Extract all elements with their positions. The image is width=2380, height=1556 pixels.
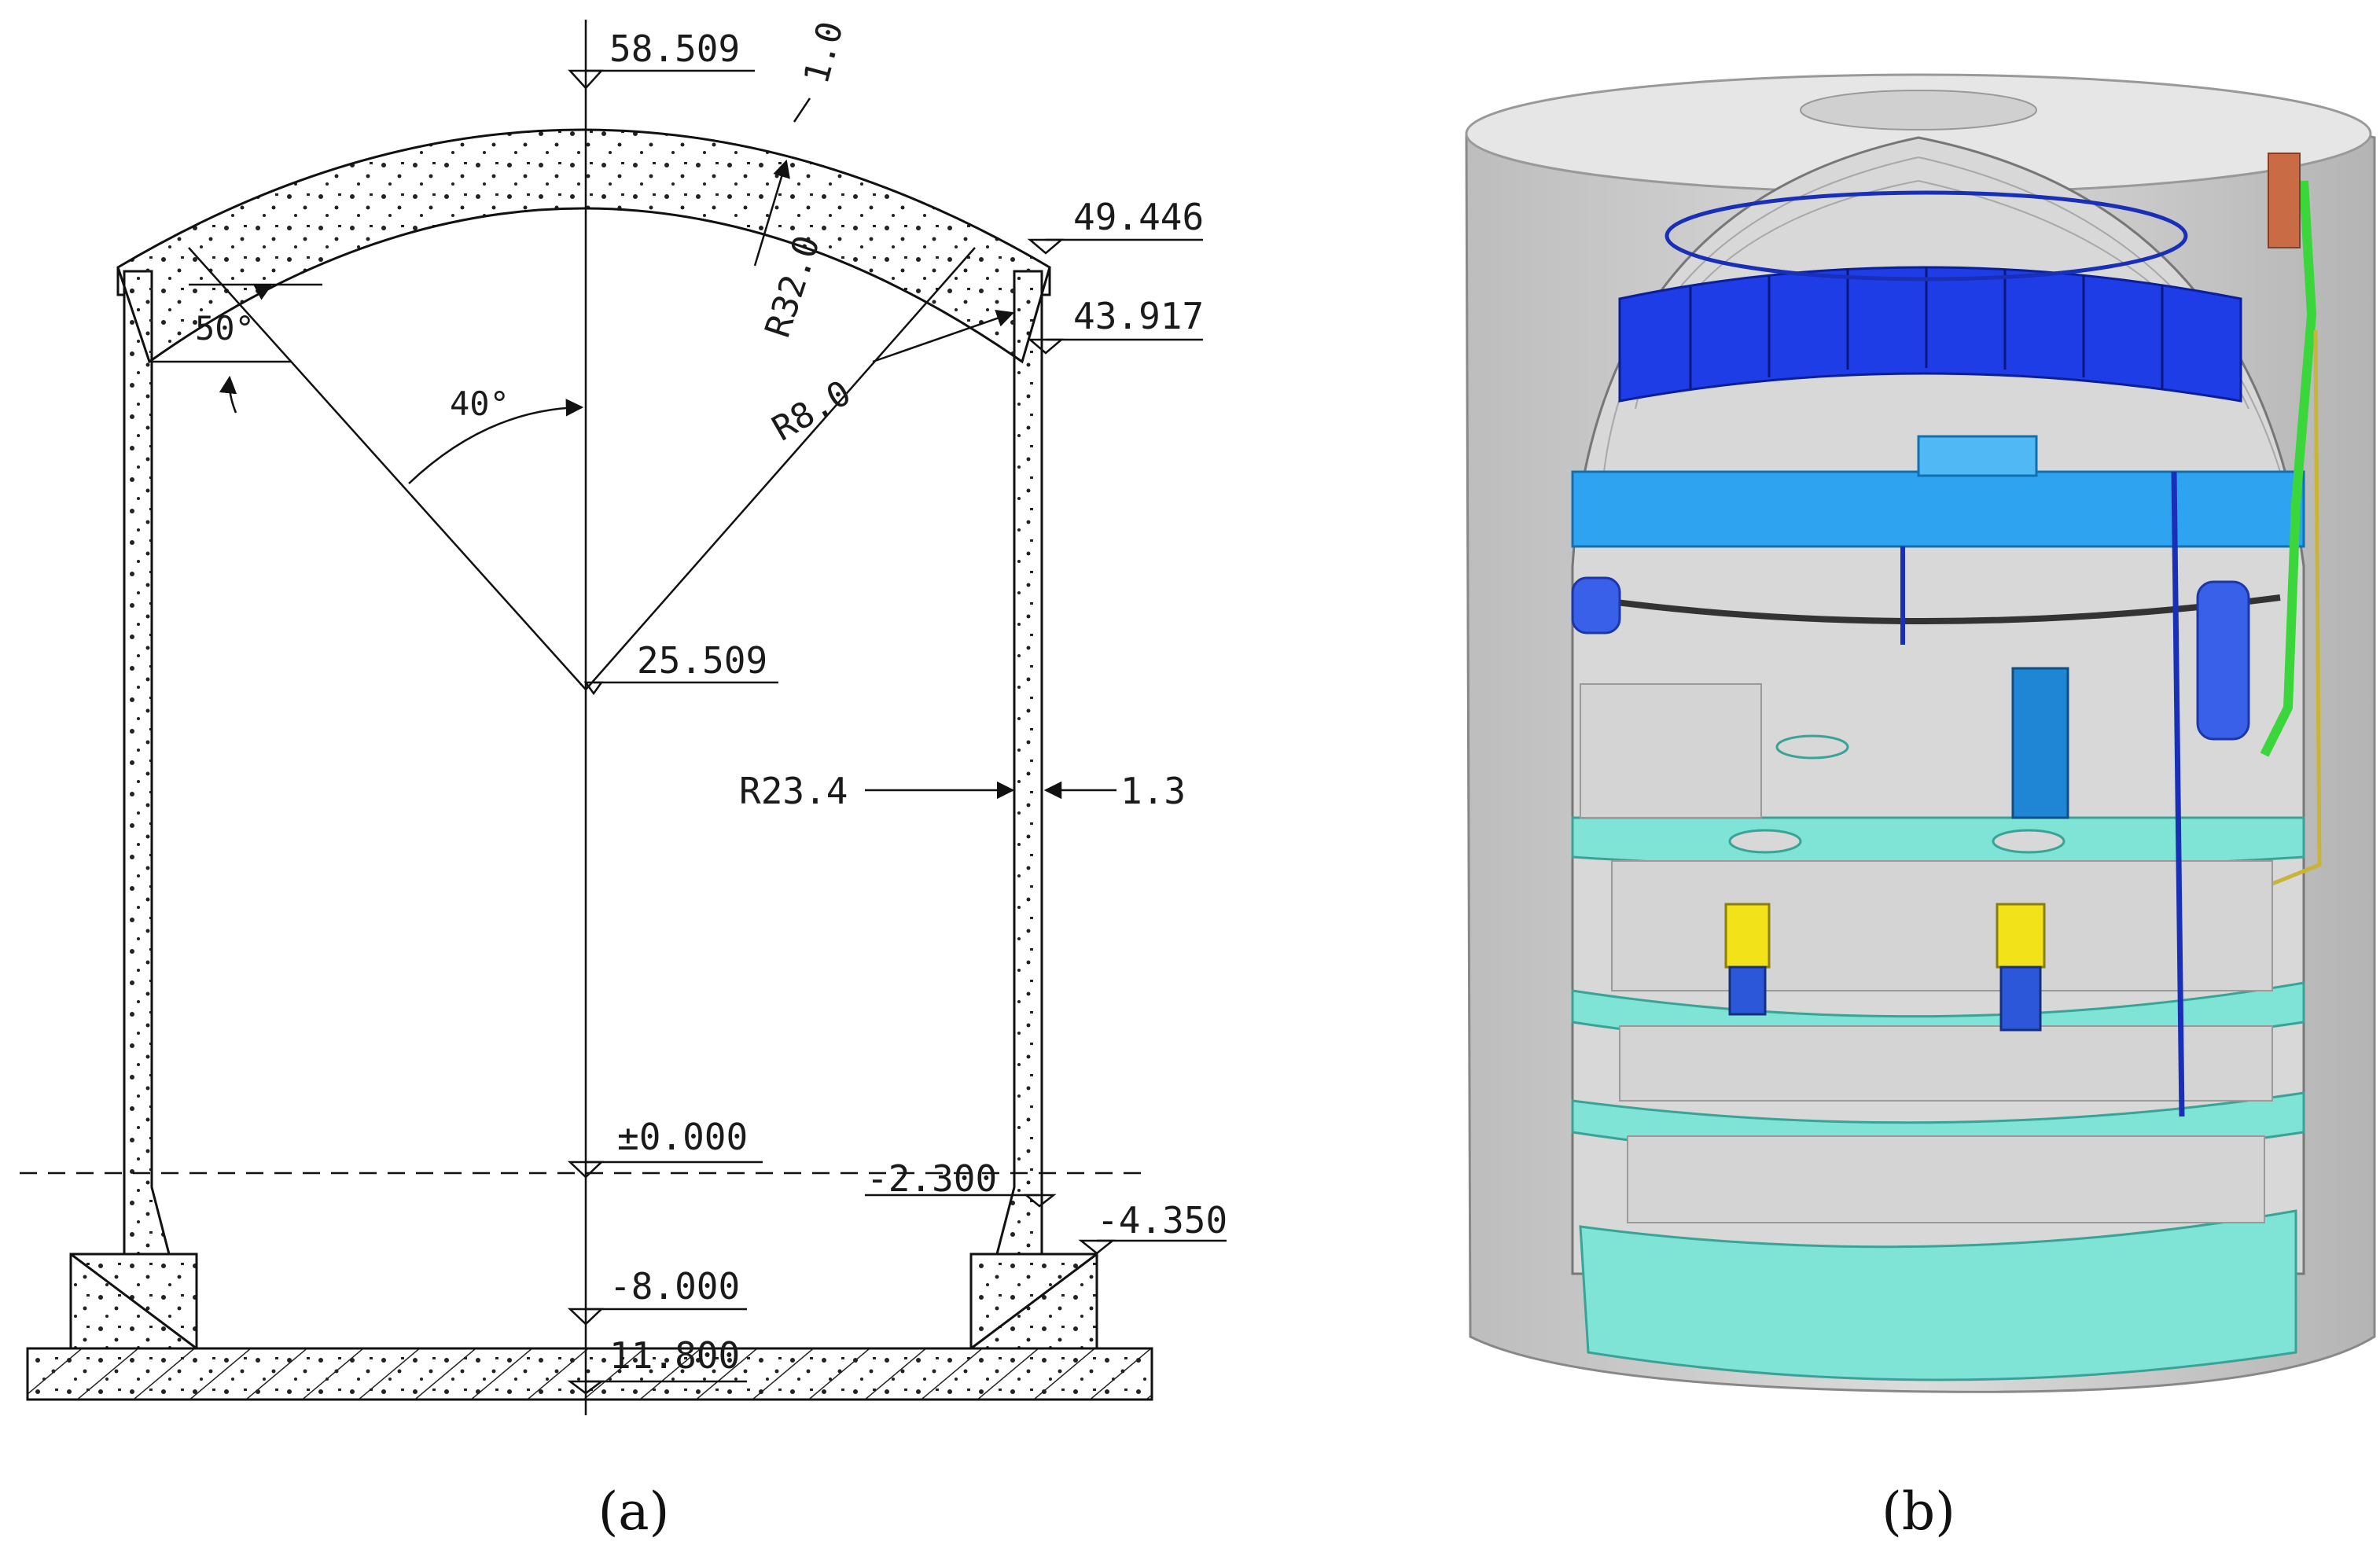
angle-knuckle: 50° bbox=[195, 309, 255, 348]
elev-dome-top: 58.509 bbox=[609, 28, 740, 70]
refueling-machine bbox=[2011, 667, 2069, 819]
right-ring-diagonal bbox=[970, 1253, 1098, 1350]
angle-50-arrow-top bbox=[252, 283, 273, 300]
elev-basemat-bottom: 11.800 bbox=[609, 1334, 740, 1377]
floor-opening-3 bbox=[1992, 829, 2065, 854]
floor-opening-2 bbox=[1728, 829, 1802, 854]
spray-ring-header bbox=[1665, 190, 2188, 281]
radius-line-left bbox=[188, 247, 587, 690]
left-springline-corbel bbox=[116, 267, 124, 296]
panel-a-section-drawing bbox=[20, 20, 1227, 1415]
radius-line-right bbox=[585, 247, 976, 690]
right-cylinder-wall bbox=[995, 270, 1043, 1256]
dim-dome-radius: R32.0 bbox=[758, 230, 828, 342]
orange-pipe-stack bbox=[2268, 153, 2301, 248]
roof-vent bbox=[1800, 90, 2037, 131]
green-pipe bbox=[2260, 180, 2317, 757]
elev-springline-inner: 43.917 bbox=[1073, 295, 1204, 337]
vessel-right bbox=[2196, 580, 2250, 741]
panel-b-cutaway-model: (b) bbox=[1465, 73, 2376, 1542]
vertical-pipe bbox=[2171, 471, 2185, 1117]
elev-springline-outer: 49.446 bbox=[1073, 196, 1204, 238]
tank-dividers bbox=[1689, 267, 2164, 389]
elev-dome-center: 25.509 bbox=[637, 639, 767, 682]
basemat-aggregate bbox=[26, 1347, 1153, 1401]
elev-ground: ±0.000 bbox=[617, 1116, 748, 1158]
ring-water-tanks bbox=[1618, 266, 2242, 403]
angle-50-arrow-bottom bbox=[219, 375, 237, 414]
angle-40-arc bbox=[408, 399, 584, 484]
elev-base-ring: -2.300 bbox=[866, 1157, 997, 1200]
knuckle-radius-leader bbox=[872, 310, 1015, 363]
dim-dome-thickness: 1.0 bbox=[796, 17, 852, 88]
elev-foundation-top: -4.350 bbox=[1097, 1199, 1227, 1241]
vessel-left bbox=[1571, 576, 1621, 635]
angle-dome-half: 40° bbox=[450, 384, 509, 423]
elevation-markers bbox=[567, 69, 1227, 1395]
base-cavity bbox=[1579, 1209, 2297, 1381]
dim-cylinder-radius: R23.4 bbox=[739, 770, 848, 812]
left-ring-diagonal bbox=[70, 1253, 197, 1350]
dome-radius-leader bbox=[753, 159, 790, 267]
right-springline-corbel bbox=[1042, 267, 1051, 296]
elev-basemat-top: -8.000 bbox=[609, 1265, 740, 1308]
dim-knuckle-radius: R8.0 bbox=[766, 373, 858, 449]
coolant-pump-right bbox=[1996, 903, 2046, 1032]
polar-crane-girder bbox=[1571, 470, 2305, 548]
compartment-walls bbox=[1580, 683, 2273, 1223]
left-cylinder-wall bbox=[123, 270, 171, 1256]
floor-opening-1 bbox=[1775, 734, 1849, 760]
caption-b: (b) bbox=[1882, 1481, 1955, 1542]
coolant-pump-left bbox=[1724, 903, 1771, 1016]
caption-a: (a) bbox=[598, 1481, 670, 1542]
dome-shell bbox=[116, 128, 1051, 364]
dome-thickness-tick bbox=[793, 97, 811, 123]
dim-wall-thickness: 1.3 bbox=[1120, 770, 1186, 812]
crane-trolley bbox=[1917, 435, 2038, 477]
